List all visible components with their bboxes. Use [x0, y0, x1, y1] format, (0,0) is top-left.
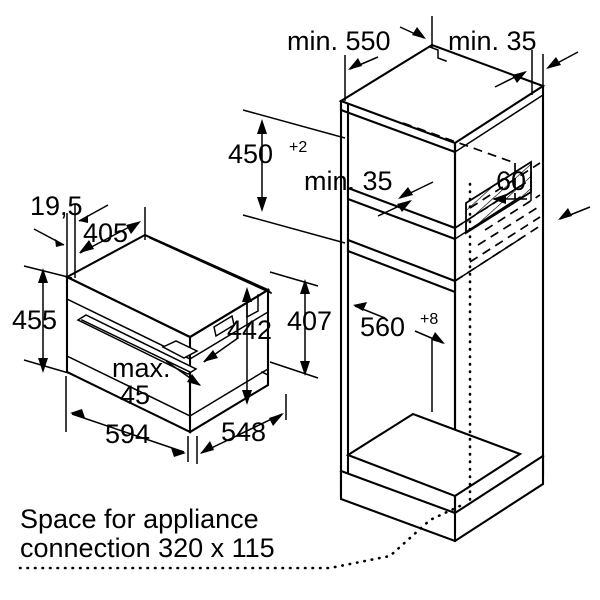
dimension-min-550: min. 550 [287, 16, 433, 101]
ext-line-450-bottom [242, 214, 346, 244]
arrowhead-407-top [300, 279, 310, 294]
arrowhead-442-bottom [242, 390, 252, 405]
arrowhead-right-edge [558, 208, 572, 220]
arrowhead-19-5-right [79, 215, 88, 223]
ext-line-407-bottom [269, 361, 319, 379]
appliance-side-face [188, 288, 270, 434]
label-19-5: 19,5 [30, 191, 83, 221]
arrowhead-min550-right [412, 27, 426, 39]
cabinet-drawing: min. 550 min. 35 450 +2 [228, 16, 591, 543]
label-560: 560 [360, 312, 405, 342]
label-min-35-middle: min. 35 [304, 166, 393, 196]
cabinet-floor-left-edge [346, 412, 415, 457]
appliance-door-lower-gap [65, 354, 192, 418]
appliance-connection-note: Space for appliance connection 320 x 115 [18, 503, 464, 570]
arrowhead-min35mid-lower [397, 200, 412, 212]
arrowhead-19-5-left [55, 239, 64, 247]
arrowhead-450-bottom [257, 197, 267, 212]
appliance-side-vent [213, 314, 235, 338]
dimension-min-35-top: min. 35 [448, 26, 579, 95]
arrowhead-450-top [257, 119, 267, 134]
dimension-19-5: 19,5 [30, 191, 109, 282]
label-min-550: min. 550 [287, 26, 391, 56]
arrowhead-min550-left [348, 58, 362, 70]
arrowhead-405-right [126, 221, 141, 234]
hidden-line-vent-upper [484, 194, 541, 231]
dimension-max-45: max. 45 [112, 337, 239, 410]
note-line-2: connection 320 x 115 [20, 533, 275, 563]
arrowhead-min35top-left [512, 71, 527, 83]
cabinet-lower-shelf-front [346, 238, 457, 294]
dim-line-548 [200, 413, 283, 454]
arrowhead-405-left [79, 240, 94, 253]
arrowhead-min35mid-upper [398, 187, 413, 199]
label-max-value: 45 [120, 380, 150, 410]
label-548: 548 [221, 417, 266, 447]
label-60: 60 [496, 166, 526, 196]
arrowhead-455-bottom [38, 358, 48, 373]
appliance-door-handle [76, 314, 198, 375]
arrowhead-560-left [353, 302, 367, 311]
appliance-foot-notch [260, 370, 270, 377]
appliance-control-panel-side-line [188, 310, 270, 361]
arrowhead-548-right [269, 413, 284, 426]
label-407: 407 [287, 306, 332, 336]
dimension-407: 407 [269, 271, 332, 379]
appliance-handle-end-block [161, 340, 199, 359]
cabinet-top-rear-notch [429, 46, 447, 62]
hidden-line-shelf-back-upper [402, 122, 516, 164]
dim-line-594 [71, 413, 185, 453]
label-min-35-top: min. 35 [448, 26, 537, 56]
arrowhead-594-left [70, 409, 85, 418]
dimension-405: 405 [79, 207, 146, 254]
arrowhead-560-right [431, 332, 445, 344]
note-line-1: Space for appliance [20, 504, 259, 534]
arrowhead-max45-upper [203, 350, 218, 362]
dimension-560-plus8: 560 +8 [353, 302, 445, 412]
arrowhead-548-left [200, 441, 214, 454]
hidden-line-vent-lower [477, 205, 541, 246]
label-450: 450 [228, 139, 273, 169]
label-max-prefix: max. [112, 353, 171, 383]
connection-note-dotted-leader [18, 503, 464, 570]
dimension-min-35-middle: min. 35 [304, 166, 434, 217]
arrowhead-442-top [242, 287, 252, 302]
appliance-body [64, 233, 273, 434]
label-594: 594 [105, 419, 150, 449]
cabinet-body [338, 43, 546, 543]
dimension-594: 594 [65, 376, 189, 462]
ext-line-455-bottom [23, 359, 73, 375]
label-560-superscript: +8 [420, 311, 438, 328]
dimension-60: 60 [492, 166, 532, 204]
dimension-450-plus2: 450 +2 [228, 109, 346, 244]
appliance-door-lower-gap-side [188, 367, 270, 418]
label-405: 405 [83, 218, 128, 248]
label-450-superscript: +2 [289, 139, 307, 156]
dimension-455: 455 [12, 265, 73, 375]
arrowhead-max45-lower [187, 374, 201, 386]
ext-line-450-top [242, 109, 346, 139]
ext-line-455-top [23, 265, 73, 279]
appliance-top-lip [149, 237, 272, 294]
hidden-line-shelf-diag-lower [454, 223, 544, 282]
arrowhead-594-right [171, 448, 186, 457]
arrowhead-455-top [38, 268, 48, 283]
cabinet-bottom-floor [345, 412, 523, 498]
arrowhead-407-bottom [300, 361, 310, 376]
ext-line-407-top [269, 271, 319, 287]
arrowhead-60-left [492, 194, 506, 204]
label-455: 455 [12, 305, 57, 335]
arrowhead-min35top-right [546, 57, 561, 69]
appliance-drawing: 19,5 405 455 594 [12, 191, 332, 464]
dimension-548: 548 [196, 394, 287, 464]
cabinet-right-edge-arrow [558, 206, 591, 220]
